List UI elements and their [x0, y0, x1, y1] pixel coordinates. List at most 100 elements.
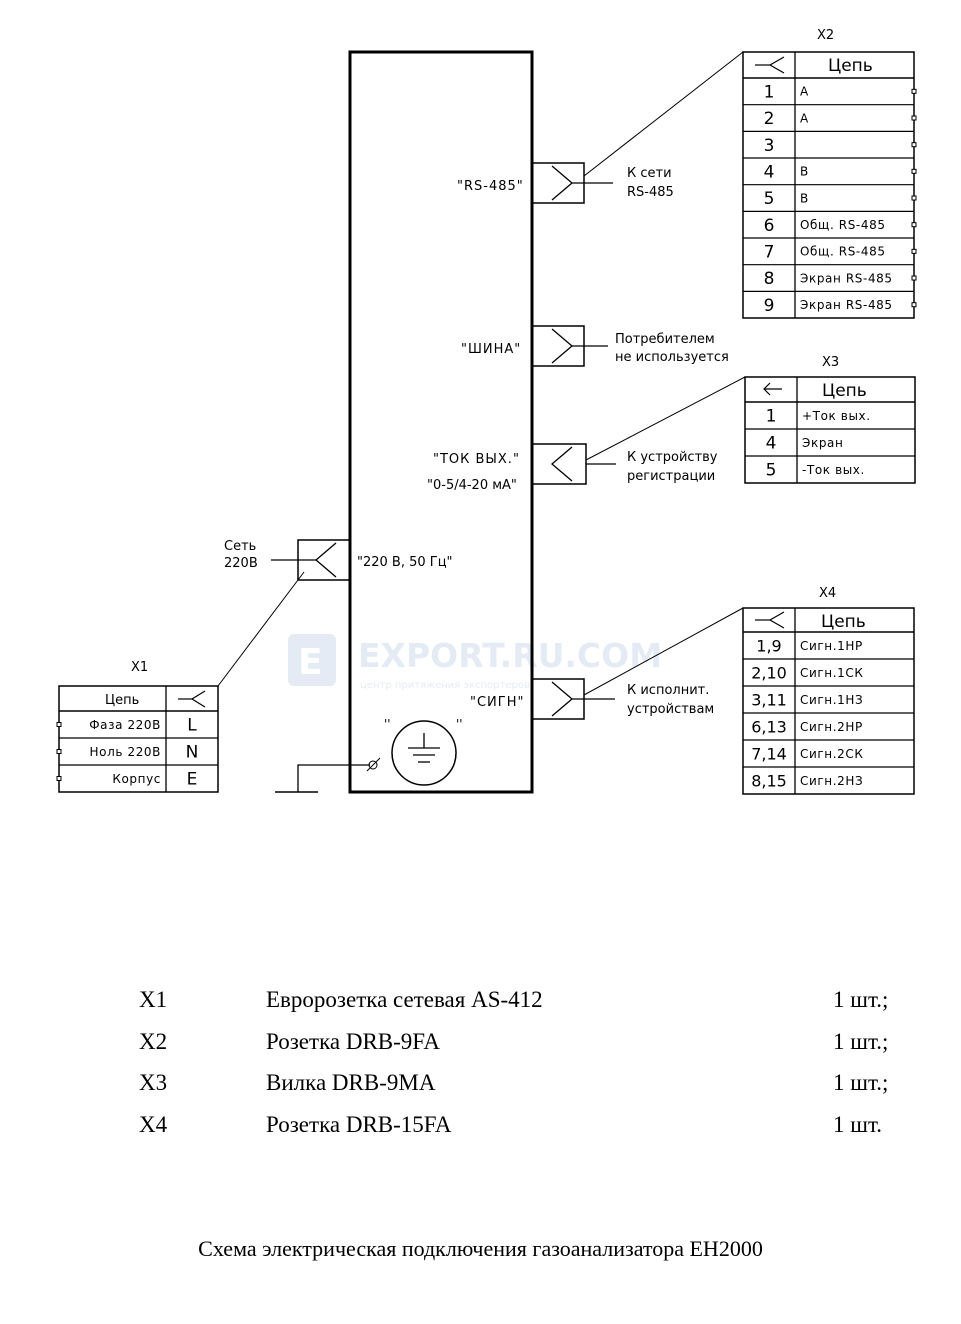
terminal-marker — [911, 195, 917, 201]
signal-connector — [531, 607, 744, 720]
x1-pin-table: X1 Цепь Фаза 220В L Ноль 220В N Корпус E — [56, 660, 219, 793]
x2-circuit-label: А — [800, 85, 809, 99]
x3-pin-number: 5 — [766, 461, 777, 481]
x1-pin-letter: L — [187, 716, 197, 736]
terminal-marker — [56, 722, 62, 727]
plug-icon — [763, 382, 782, 396]
x4-circuit-label: Сигн.2НЗ — [800, 774, 863, 788]
svg-text:E: E — [298, 642, 323, 683]
terminal-marker — [56, 776, 62, 781]
x2-pin-number: 1 — [764, 82, 775, 102]
device-body — [348, 50, 534, 794]
x2-pin-number: 6 — [764, 216, 775, 236]
note-bus-line2: не используется — [615, 350, 729, 365]
terminal-marker — [911, 248, 917, 254]
socket-icon — [755, 56, 785, 74]
x4-title: X4 — [819, 586, 836, 601]
x4-pin-number: 1,9 — [756, 636, 781, 655]
x2-circuit-label: Экран RS-485 — [800, 271, 893, 285]
x1-title: X1 — [131, 660, 148, 675]
x2-title: X2 — [817, 28, 834, 43]
note-bus-line1: Потребителем — [615, 332, 715, 347]
x1-header: Цепь — [105, 693, 139, 708]
note-signal-line1: К исполнит. — [627, 683, 709, 698]
current-out-connector — [531, 376, 746, 485]
watermark-logo-icon — [288, 634, 336, 686]
earth-wire — [275, 757, 381, 793]
x1-pin-letter: E — [187, 770, 198, 790]
x2-pin-number: 3 — [764, 136, 775, 156]
terminal-marker — [911, 142, 917, 148]
x1-circuit-label: Ноль 220В — [90, 745, 161, 759]
socket-icon — [755, 611, 785, 629]
x4-pin-number: 6,13 — [751, 717, 787, 736]
power-connector — [217, 539, 351, 687]
rs485-connector — [531, 51, 744, 204]
x1-circuit-label: Корпус — [112, 772, 161, 786]
x3-title: X3 — [822, 355, 839, 370]
x2-pin-number: 8 — [764, 269, 775, 289]
x4-header: Цепь — [821, 612, 866, 632]
x2-circuit-label: Общ. RS-485 — [800, 218, 886, 232]
x2-pin-number: 5 — [764, 189, 775, 209]
x4-circuit-label: Сигн.1СК — [800, 666, 863, 680]
port-label-rs485: "RS-485" — [457, 179, 524, 194]
port-label-bus: "ШИНА" — [461, 342, 521, 357]
ground-icon: '' '' — [384, 717, 463, 786]
x4-circuit-label: Сигн.1НР — [800, 639, 863, 653]
x2-pin-number: 7 — [764, 242, 775, 262]
x2-circuit-label: Экран RS-485 — [800, 298, 893, 312]
x2-circuit-label: В — [800, 165, 809, 179]
port-label-signal: "СИГН" — [470, 695, 524, 710]
note-power-line2: 220В — [224, 556, 258, 571]
x3-circuit-label: -Ток вых. — [802, 463, 865, 477]
x4-pin-number: 3,11 — [751, 690, 787, 709]
x3-header: Цепь — [822, 381, 867, 401]
terminal-marker — [911, 302, 917, 308]
note-current-line1: К устройству — [627, 450, 718, 465]
terminal-marker — [911, 115, 917, 121]
ground-quote-right: '' — [456, 717, 463, 731]
port-label-power: "220 В, 50 Гц" — [357, 555, 453, 570]
x4-circuit-label: Сигн.1НЗ — [800, 693, 863, 707]
x4-pin-number: 8,15 — [751, 771, 787, 790]
socket-icon — [178, 690, 206, 708]
x4-pin-number: 2,10 — [751, 663, 787, 682]
x3-circuit-label: +Ток вых. — [802, 409, 871, 423]
note-signal-line2: устройствам — [627, 702, 714, 717]
port-label-current-2: "0-5/4-20 мА" — [427, 478, 517, 493]
diagram-caption: Схема электрическая подключения газоанал… — [198, 1236, 763, 1261]
x2-circuit-label: В — [800, 191, 809, 205]
x2-circuit-label: А — [800, 111, 809, 125]
note-current-line2: регистрации — [627, 469, 715, 484]
x1-pin-letter: N — [186, 743, 199, 763]
note-rs485-line2: RS-485 — [627, 185, 674, 200]
x4-pin-number: 7,14 — [751, 744, 787, 763]
x2-pin-number: 2 — [764, 109, 775, 129]
bus-connector — [531, 325, 608, 367]
note-power-line1: Сеть — [224, 539, 256, 554]
ground-quote-left: '' — [384, 717, 391, 731]
x3-pin-number: 1 — [766, 407, 777, 427]
terminal-marker — [56, 749, 62, 754]
x2-pin-number: 4 — [764, 162, 775, 182]
x4-circuit-label: Сигн.2НР — [800, 720, 863, 734]
x3-circuit-label: Экран — [802, 436, 843, 450]
terminal-marker — [911, 88, 917, 94]
x2-header: Цепь — [828, 56, 873, 76]
watermark-brand: EXPORT.RU.COM — [358, 636, 662, 675]
port-label-current-1: "ТОК ВЫХ." — [433, 452, 520, 467]
terminal-marker — [911, 275, 917, 281]
x2-pin-number: 9 — [764, 296, 775, 316]
note-rs485-line1: К сети — [627, 166, 672, 181]
watermark: E EXPORT.RU.COM центр притяжения экспорт… — [288, 634, 662, 691]
watermark-tagline: центр притяжения экспортеров — [360, 680, 530, 691]
x2-circuit-label: Общ. RS-485 — [800, 245, 886, 259]
terminal-marker — [911, 222, 917, 228]
x1-circuit-label: Фаза 220В — [89, 718, 161, 732]
x4-circuit-label: Сигн.2СК — [800, 747, 863, 761]
